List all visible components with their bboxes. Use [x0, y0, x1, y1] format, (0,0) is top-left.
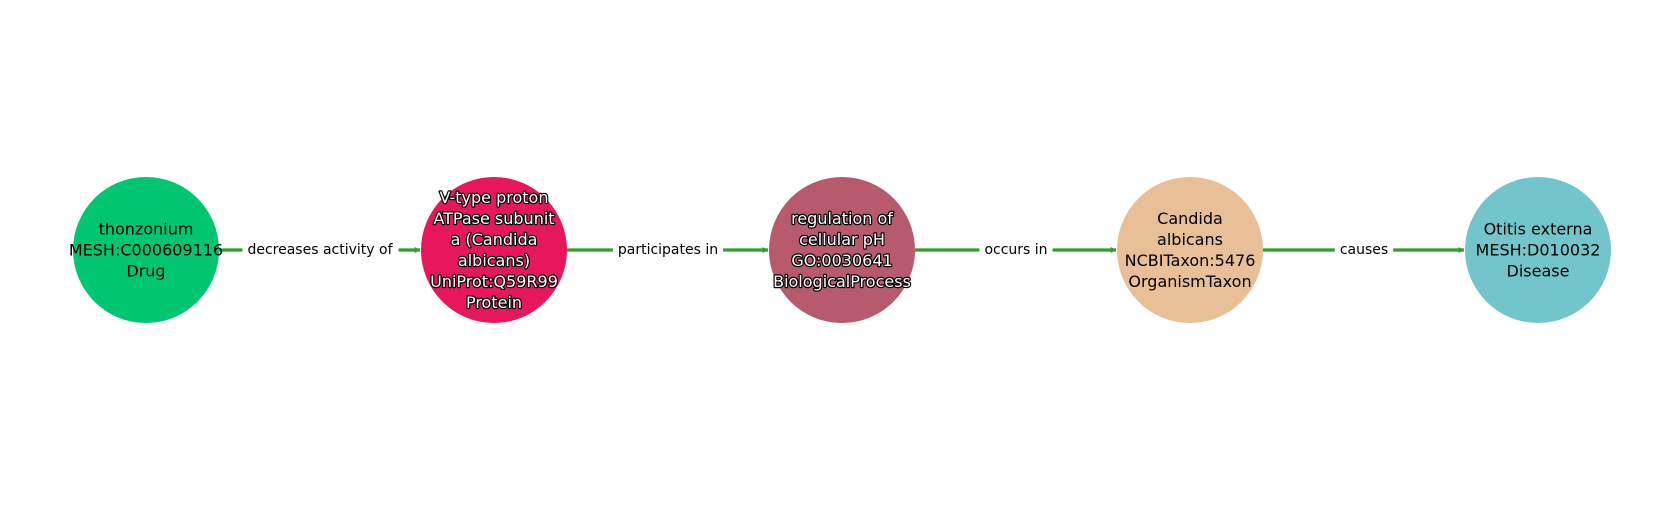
- node-label-line: MESH:C000609116: [69, 241, 223, 260]
- node-label-line: V-type proton: [440, 188, 549, 207]
- node-circle: [769, 177, 915, 323]
- node-label-line: a (Candida: [451, 230, 538, 249]
- node-label-line: cellular pH: [799, 230, 885, 249]
- edge-label-text: causes: [1340, 242, 1388, 258]
- node-label-line: albicans): [458, 251, 530, 270]
- node-circle: [73, 177, 219, 323]
- node-label-line: BiologicalProcess: [773, 272, 911, 291]
- node-circle: [1465, 177, 1611, 323]
- edge-label-background: [1334, 240, 1394, 260]
- edge-label-background: [242, 240, 399, 260]
- node-label-line: OrganismTaxon: [1128, 272, 1251, 291]
- node-label-line: albicans: [1157, 230, 1223, 249]
- node-label-line: MESH:D010032: [1476, 241, 1601, 260]
- node-label-line: GO:0030641: [791, 251, 892, 270]
- node-label-line: Drug: [126, 262, 165, 281]
- node-circle: [1117, 177, 1263, 323]
- graph-node-3: regulation of cellular pH GO:0030641Biolog…: [769, 177, 915, 323]
- edge-label-text: occurs in: [984, 242, 1047, 258]
- node-label-line: Protein: [466, 293, 522, 312]
- edge-label-1: decreases activity of: [242, 240, 399, 260]
- node-label-line: thonzonium: [99, 220, 194, 239]
- node-circle: [421, 177, 567, 323]
- edge-labels-layer: decreases activity of participates in occu…: [242, 240, 1394, 260]
- node-label-line: Disease: [1507, 262, 1570, 281]
- edge-label-background: [979, 240, 1053, 260]
- edge-label-text: participates in: [618, 242, 718, 258]
- edge-label-3: occurs in: [979, 240, 1053, 260]
- node-label-line: Otitis externa: [1484, 220, 1593, 239]
- node-label-line: UniProt:Q59R99: [430, 272, 558, 291]
- node-label-line: Candida: [1157, 209, 1223, 228]
- edge-label-text: decreases activity of: [247, 242, 393, 258]
- node-label-line: NCBITaxon:5476: [1125, 251, 1256, 270]
- edge-label-2: participates in: [612, 240, 724, 260]
- edge-label-background: [612, 240, 724, 260]
- node-label-line: ATPase subunit: [433, 209, 554, 228]
- node-label-line: regulation of: [791, 209, 893, 228]
- graph-node-4: Candida albicansNCBITaxon:5476OrganismTax…: [1117, 177, 1263, 323]
- edge-label-4: causes: [1334, 240, 1394, 260]
